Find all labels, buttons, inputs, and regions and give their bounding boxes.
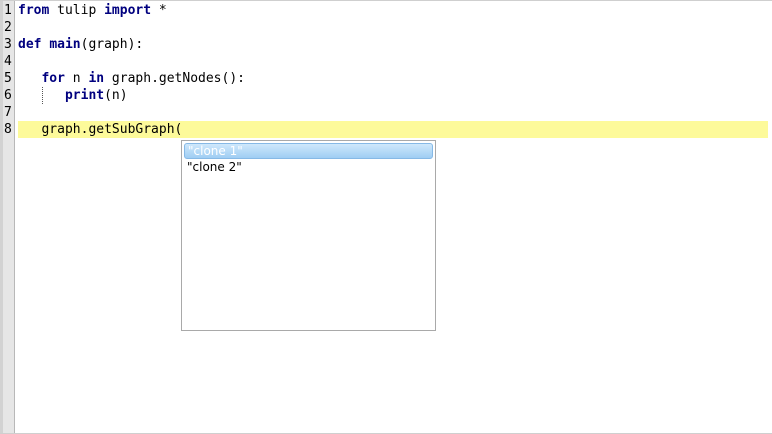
current-line[interactable]: graph.getSubGraph( — [18, 121, 768, 138]
line-number: 7 — [4, 105, 12, 120]
code-text: (graph): — [80, 37, 144, 52]
code-text: tulip — [49, 3, 105, 18]
keyword: for — [41, 71, 65, 86]
keyword: print — [64, 88, 105, 103]
keyword: in — [88, 71, 105, 86]
code-line-1[interactable]: from tulip import * — [18, 2, 768, 19]
indent — [18, 122, 41, 137]
code-text: graph.getSubGraph( — [41, 122, 183, 137]
line-number: 8 — [4, 122, 12, 137]
code-line-6[interactable]: print(n) — [18, 87, 768, 104]
function-name: main — [49, 37, 81, 52]
line-number: 2 — [4, 20, 12, 35]
keyword: from — [18, 3, 50, 18]
gutter-edge — [0, 1, 3, 433]
code-text: (n) — [104, 88, 128, 103]
code-text: graph.getNodes(): — [104, 71, 245, 86]
line-number: 4 — [4, 54, 12, 69]
code-line-3[interactable]: def main(graph): — [18, 36, 768, 53]
code-line-7[interactable] — [18, 104, 768, 121]
code-text: * — [151, 3, 167, 18]
line-number: 1 — [4, 3, 12, 18]
line-number: 3 — [4, 37, 12, 52]
code-line-2[interactable] — [18, 19, 768, 36]
autocomplete-popup[interactable]: "clone 1" "clone 2" — [181, 140, 436, 331]
code-text: n — [64, 71, 89, 86]
keyword: import — [104, 3, 152, 18]
keyword: def — [18, 37, 42, 52]
autocomplete-item-selected[interactable]: "clone 1" — [184, 143, 433, 159]
line-number: 5 — [4, 71, 12, 86]
indent-guide — [42, 87, 43, 104]
line-number-gutter: 1 2 3 4 5 6 7 8 — [0, 1, 15, 433]
code-line-4[interactable] — [18, 53, 768, 70]
indent — [18, 71, 41, 86]
code-line-5[interactable]: for n in graph.getNodes(): — [18, 70, 768, 87]
line-number: 6 — [4, 88, 12, 103]
autocomplete-item[interactable]: "clone 2" — [187, 160, 242, 174]
